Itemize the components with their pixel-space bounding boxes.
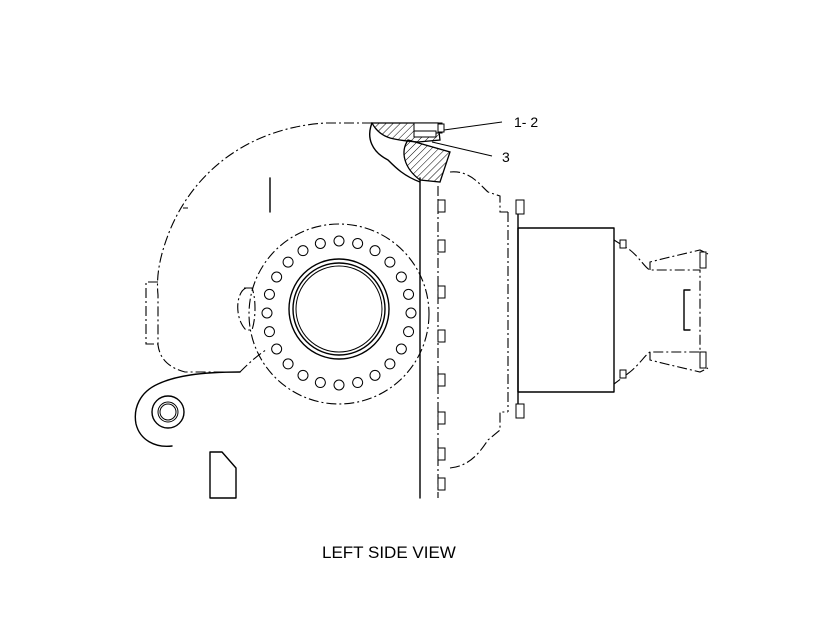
flange-bolt-hole	[369, 369, 381, 381]
wedge-outline	[369, 122, 421, 183]
flange-bolt-circle	[261, 235, 417, 391]
rim-lug	[437, 285, 446, 299]
flange-bolt-hole	[261, 307, 273, 319]
drum-bolts	[515, 199, 525, 419]
yoke-caps	[619, 239, 707, 379]
flange-bolt-hole	[297, 245, 309, 257]
flange-bolt-hole	[282, 358, 294, 370]
callout-3: 3	[502, 149, 510, 165]
rim-lug	[437, 329, 446, 343]
flange-bolt-hole	[314, 377, 326, 389]
drum-bolt	[515, 199, 525, 215]
lower-bracket	[209, 451, 237, 499]
leader-1-2	[443, 121, 503, 131]
flange-bolt-hole	[352, 237, 364, 249]
flange-bolt-hole	[403, 288, 415, 300]
mounting-lug	[134, 371, 241, 447]
yoke-arm-bottom	[649, 352, 709, 373]
view-caption: LEFT SIDE VIEW	[322, 543, 456, 562]
flange-bolt-hole	[271, 271, 283, 283]
flange-bolt-hole	[395, 343, 407, 355]
housing-outline	[157, 122, 372, 373]
flange-bolt-hole	[403, 326, 415, 338]
side-bolt	[237, 287, 256, 331]
yoke	[613, 239, 701, 385]
bolt-part-1-2	[413, 122, 445, 138]
flange-bolt-hole	[333, 235, 345, 247]
flange-bolt-hole	[384, 358, 396, 370]
flange-bolt-hole	[333, 379, 345, 391]
flange-bolt-hole	[352, 377, 364, 389]
flange-bolt-hole	[369, 245, 381, 257]
flange-bolt-hole	[263, 326, 275, 338]
hub-body-lower	[449, 411, 508, 469]
callout-1-2: 1- 2	[514, 114, 538, 130]
flange-bolt-hole	[297, 369, 309, 381]
flange-bolt-hole	[263, 288, 275, 300]
wheel-flange	[248, 223, 430, 405]
lug-connector	[239, 349, 267, 373]
flange-bolt-hole	[282, 256, 294, 268]
yoke-slot	[683, 289, 691, 331]
lug-bolt	[151, 395, 185, 429]
hatched-clamp	[403, 139, 451, 183]
rim-lug	[437, 477, 446, 491]
leader-3	[431, 141, 493, 157]
flange-bolt-hole	[384, 256, 396, 268]
drum-bolt	[515, 403, 525, 419]
hub-body	[449, 171, 508, 213]
housing-tab	[145, 281, 158, 345]
rim-lug	[437, 373, 446, 387]
rim-lug	[437, 447, 446, 461]
flange-bolt-hole	[395, 271, 407, 283]
rim-lugs	[437, 199, 446, 491]
flange-bolt-hole	[314, 237, 326, 249]
rim-lug	[437, 411, 446, 425]
flange-bolt-hole	[405, 307, 417, 319]
flange-bolt-hole	[271, 343, 283, 355]
yoke-arm-top	[649, 249, 709, 270]
housing-tick	[183, 207, 248, 289]
brake-drum	[517, 227, 615, 393]
rim-lug	[437, 199, 446, 213]
rim-lug	[437, 239, 446, 253]
